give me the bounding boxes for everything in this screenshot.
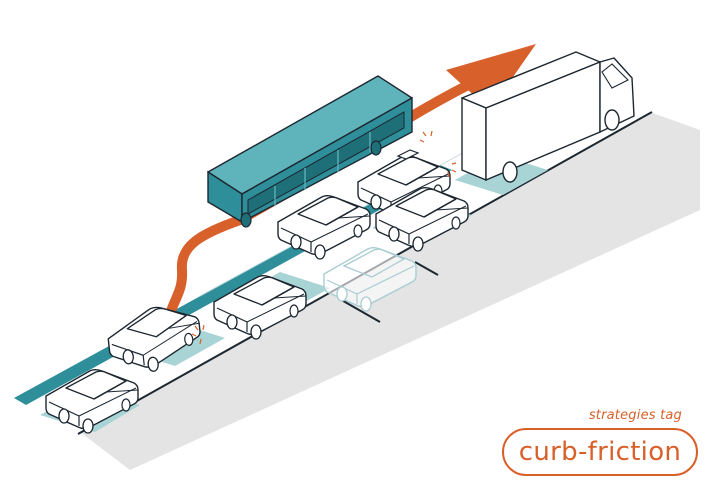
curb-friction-tag[interactable]: curb-friction (502, 428, 698, 476)
corner-mark (337, 261, 439, 323)
taxi (357, 149, 451, 220)
hazard-flash-icon (191, 130, 457, 345)
bus (207, 75, 413, 228)
tag-caption: strategies tag (588, 408, 682, 423)
route-arrow-head (446, 44, 536, 110)
tag-label: curb-friction (518, 437, 682, 467)
box-truck (461, 51, 635, 183)
